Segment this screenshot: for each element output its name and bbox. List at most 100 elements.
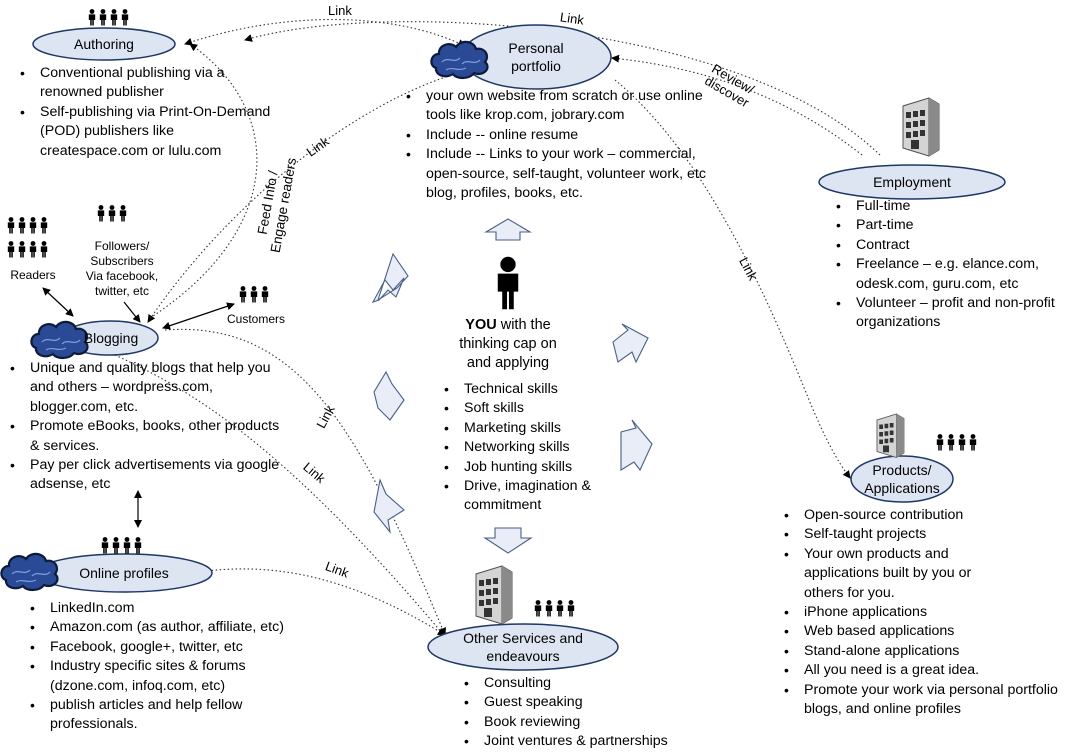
block-arrow-upleft: [371, 252, 409, 303]
profiles-people-icon: [102, 537, 141, 553]
followers-line2: Subscribers: [90, 254, 154, 268]
list-item: Full-time: [832, 197, 1072, 217]
list-item: LinkedIn.com: [26, 599, 326, 619]
link-label-authoring: Link: [328, 3, 352, 18]
other-title-line2: endeavours: [486, 648, 560, 664]
blogging-list: Unique and quality blogs that help you a…: [6, 359, 284, 495]
list-item: publish articles and help fellow profess…: [26, 696, 326, 735]
list-item: Pay per click advertisements via google …: [6, 456, 284, 495]
portfolio-title-line2: portfolio: [511, 58, 561, 74]
followers-line1: Followers/: [94, 239, 150, 253]
products-title-line2: Applications: [864, 480, 940, 496]
list-item: iPhone applications: [780, 603, 1090, 623]
center-heading-line1: YOU with the: [430, 316, 586, 335]
block-arrow-down: [483, 527, 533, 554]
readers-people-icon-row2: [8, 241, 47, 257]
products-title: Products/ Applications: [852, 461, 952, 497]
list-item: Self-publishing via Print-On-Demand (POD…: [16, 103, 276, 161]
block-arrow-left: [373, 370, 405, 421]
portfolio-title-line1: Personal: [508, 40, 564, 56]
customers-label: Customers: [226, 312, 285, 326]
link-blogging-other: [164, 328, 447, 636]
list-item: Consulting: [460, 674, 700, 694]
arrow-customers-blogging: [162, 302, 235, 330]
list-item: Include -- online resume: [402, 126, 712, 146]
list-item: Amazon.com (as author, affiliate, etc): [26, 618, 326, 638]
list-item: Facebook, google+, twitter, etc: [26, 638, 326, 658]
online-profiles-list: LinkedIn.com Amazon.com (as author, affi…: [26, 599, 326, 735]
authoring-ellipse[interactable]: [32, 27, 176, 61]
list-item: Unique and quality blogs that help you a…: [6, 359, 284, 417]
you-label: YOU: [465, 317, 497, 333]
link-profiles-blogging: [114, 354, 449, 641]
list-item: your own website from scratch or use onl…: [402, 87, 712, 126]
list-item: Guest speaking: [460, 693, 700, 713]
followers-label: Followers/ Subscribers Via facebook, twi…: [72, 239, 172, 299]
authoring-list: Conventional publishing via a renowned p…: [16, 64, 276, 161]
portfolio-list: your own website from scratch or use onl…: [402, 87, 712, 203]
list-item: Contract: [832, 236, 1072, 256]
employment-list: Full-time Part-time Contract Freelance –…: [832, 197, 1072, 333]
blogging-title: Blogging: [83, 330, 139, 346]
products-people-icon: [937, 434, 976, 450]
block-arrow-downleft: [373, 478, 405, 534]
list-item: Web based applications: [780, 622, 1090, 642]
list-item: Freelance – e.g. elance.com, odesk.com, …: [832, 255, 1072, 294]
other-services-ellipse[interactable]: [427, 623, 619, 671]
link-employment-portfolio: [611, 54, 863, 156]
link-employment-authoring: [244, 21, 881, 156]
block-arrow-upright: [612, 323, 649, 364]
list-item: Stand-alone applications: [780, 642, 1090, 662]
list-item: Conventional publishing via a renowned p…: [16, 64, 276, 103]
other-building-icon: [475, 565, 513, 625]
other-title-line1: Other Services and: [463, 630, 583, 646]
followers-line3: Via facebook,: [85, 269, 159, 283]
list-item: Open-source contribution: [780, 506, 1090, 526]
you-person-icon: [497, 256, 519, 310]
authoring-title: Authoring: [74, 36, 134, 52]
customers-people-icon: [240, 286, 268, 302]
with-the-label: with the: [496, 317, 551, 333]
other-services-list: Consulting Guest speaking Book reviewing…: [460, 674, 700, 752]
list-item: Self-taught projects: [780, 525, 1090, 545]
skill-item: Drive, imagination & commitment: [440, 477, 644, 516]
list-item: Joint ventures & partnerships: [460, 732, 700, 752]
products-ellipse[interactable]: [850, 455, 954, 503]
other-people-icon: [535, 600, 574, 616]
other-services-title: Other Services and endeavours: [428, 629, 618, 665]
online-profiles-title: Online profiles: [79, 565, 169, 581]
block-arrow-up: [483, 218, 533, 241]
skills-list: Technical skills Soft skills Marketing s…: [440, 380, 640, 516]
list-item: Include -- Links to your work – commerci…: [402, 145, 712, 203]
center-heading: YOU with the thinking cap on and applyin…: [430, 316, 586, 373]
products-title-line1: Products/: [872, 462, 932, 478]
solid-arrows: [42, 287, 235, 528]
employment-title: Employment: [873, 174, 951, 190]
list-item: Book reviewing: [460, 713, 700, 733]
list-item: Industry specific sites & forums (dzone.…: [26, 657, 326, 696]
center-heading-line3: and applying: [466, 355, 550, 371]
list-item: All you need is a great idea.: [780, 661, 1090, 681]
skill-item: Soft skills: [440, 399, 640, 419]
followers-line4: twitter, etc: [94, 284, 150, 298]
readers-people-icon-row1: [8, 217, 47, 233]
arrow-followers-blogging: [123, 301, 141, 323]
arrow-readers-blogging: [42, 287, 74, 317]
readers-label: Readers: [10, 268, 56, 282]
skill-item: Job hunting skills: [440, 458, 640, 478]
products-building-icon: [876, 413, 905, 458]
list-item: Volunteer – profit and non-profit organi…: [832, 294, 1072, 333]
authoring-people-icon: [89, 9, 128, 25]
list-item: Your own products and applications built…: [780, 545, 1014, 603]
center-heading-line2: thinking cap on: [459, 336, 557, 352]
link-authoring-portfolio: [184, 18, 466, 47]
products-list: Open-source contribution Self-taught pro…: [780, 506, 1090, 719]
skill-item: Marketing skills: [440, 419, 640, 439]
list-item: Promote eBooks, books, other products & …: [6, 417, 284, 456]
portfolio-title: Personal portfolio: [470, 39, 602, 75]
list-item: Part-time: [832, 216, 1072, 236]
followers-people-icon: [98, 205, 126, 221]
skill-item: Networking skills: [440, 438, 640, 458]
skill-item: Technical skills: [440, 380, 640, 400]
